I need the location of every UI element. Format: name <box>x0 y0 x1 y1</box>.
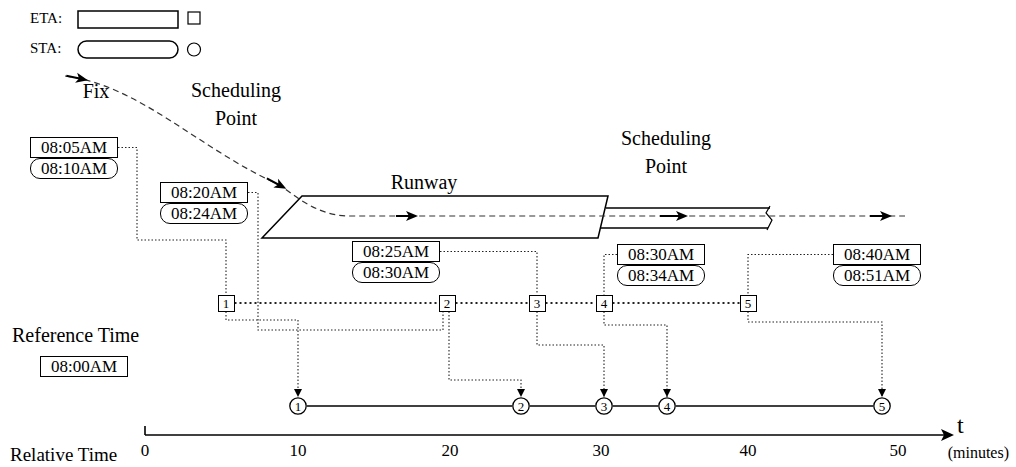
time-text: 1 <box>223 297 230 310</box>
time-text: 08:05AM <box>41 139 107 156</box>
location-label: Fix <box>83 80 110 103</box>
eta-marker: 5 <box>740 295 757 312</box>
tick-label: 0 <box>141 441 150 461</box>
legend-text: ETA: <box>30 10 62 27</box>
eta-marker: 2 <box>439 295 456 312</box>
legend-text: STA: <box>30 40 61 57</box>
axis-label: Relative Time <box>10 444 117 466</box>
time-text: 5 <box>745 297 752 310</box>
sta-sequence-line <box>530 405 595 406</box>
tick-label: 30 <box>593 441 610 461</box>
sta-marker: 2 <box>512 397 530 415</box>
reference-time-box: 08:00AM <box>40 356 128 377</box>
time-text: 1 <box>295 400 302 413</box>
eta-time-box: 08:20AM <box>160 182 248 203</box>
taxiway-break <box>766 206 772 230</box>
eta-legend-square <box>188 12 200 24</box>
tick-label: 20 <box>442 441 459 461</box>
time-text: 5 <box>879 400 886 413</box>
eta-link <box>604 255 617 295</box>
tick-label: 10 <box>290 441 307 461</box>
axis-label: Reference Time <box>12 324 139 347</box>
aircraft-arrow <box>660 211 688 221</box>
sta-marker-circle <box>659 398 675 414</box>
sta-time-box: 08:24AM <box>160 203 248 224</box>
sta-marker-circle <box>596 398 612 414</box>
eta-sequence-line <box>235 302 439 304</box>
eta-marker: 1 <box>218 295 235 312</box>
eta-link <box>440 252 537 295</box>
time-text: 3 <box>534 297 541 310</box>
aircraft-arrow <box>396 211 418 221</box>
eta-marker: 4 <box>596 295 613 312</box>
assignment-arrow <box>537 312 604 398</box>
sta-sequence-line <box>613 405 658 406</box>
time-text: 08:30AM <box>628 246 694 263</box>
assignment-arrow <box>449 312 521 398</box>
eta-sequence-line <box>613 302 740 304</box>
aircraft-arrow <box>870 211 892 221</box>
time-text: 2 <box>444 297 451 310</box>
time-text: 2 <box>518 400 525 413</box>
eta-link <box>748 255 833 295</box>
sta-legend-circle <box>188 43 201 56</box>
sta-legend-sample <box>78 41 178 58</box>
axis-variable: t <box>957 412 964 440</box>
sta-marker-circle <box>874 398 890 414</box>
tick-label: 50 <box>890 441 907 461</box>
eta-link <box>248 193 443 331</box>
sta-sequence-line <box>307 405 512 406</box>
time-text: 08:34AM <box>628 267 694 284</box>
taxiway-edge <box>606 207 770 209</box>
tick-label: 40 <box>740 441 757 461</box>
sta-marker-circle <box>513 398 529 414</box>
time-text: 08:20AM <box>171 184 237 201</box>
time-text: 08:30AM <box>363 264 429 281</box>
time-text: 4 <box>664 400 671 413</box>
sta-marker-circle <box>290 398 306 414</box>
time-text: 08:51AM <box>844 267 910 284</box>
sta-time-box: 08:51AM <box>833 265 921 286</box>
sta-marker: 1 <box>289 397 307 415</box>
eta-sequence-line <box>546 302 596 304</box>
axis-origin-tick <box>144 426 146 435</box>
location-label: Scheduling Point <box>610 124 722 180</box>
location-label: Runway <box>391 171 458 194</box>
eta-time-box: 08:40AM <box>833 244 921 265</box>
sta-time-box: 08:34AM <box>617 265 705 286</box>
assignment-arrow <box>748 312 882 398</box>
eta-marker: 3 <box>529 295 546 312</box>
time-text: 08:40AM <box>844 246 910 263</box>
taxiway-edge <box>601 227 768 229</box>
location-label: Scheduling Point <box>180 76 292 132</box>
sta-time-box: 08:30AM <box>352 262 440 283</box>
time-text: 3 <box>601 400 608 413</box>
time-text: 08:00AM <box>51 358 117 375</box>
eta-sequence-line <box>456 302 529 304</box>
time-text: 4 <box>601 297 608 310</box>
assignment-arrow <box>604 312 667 398</box>
eta-time-box: 08:30AM <box>617 244 705 265</box>
sta-marker: 5 <box>873 397 891 415</box>
time-text: 08:25AM <box>363 243 429 260</box>
sta-sequence-line <box>676 405 873 406</box>
time-text: 08:10AM <box>41 160 107 177</box>
axis-unit: (minutes) <box>948 444 1009 462</box>
sta-marker: 3 <box>595 397 613 415</box>
assignment-arrow <box>226 312 298 398</box>
flight-path <box>65 76 905 216</box>
sta-marker: 4 <box>658 397 676 415</box>
time-text: 08:24AM <box>171 205 237 222</box>
eta-time-box: 08:05AM <box>30 137 118 158</box>
axis-arrowhead <box>941 429 954 441</box>
time-axis <box>145 434 944 436</box>
eta-legend-sample <box>78 11 178 28</box>
eta-time-box: 08:25AM <box>352 241 440 262</box>
aircraft-arrow <box>265 174 289 193</box>
sta-time-box: 08:10AM <box>30 158 118 179</box>
runway <box>262 196 608 238</box>
